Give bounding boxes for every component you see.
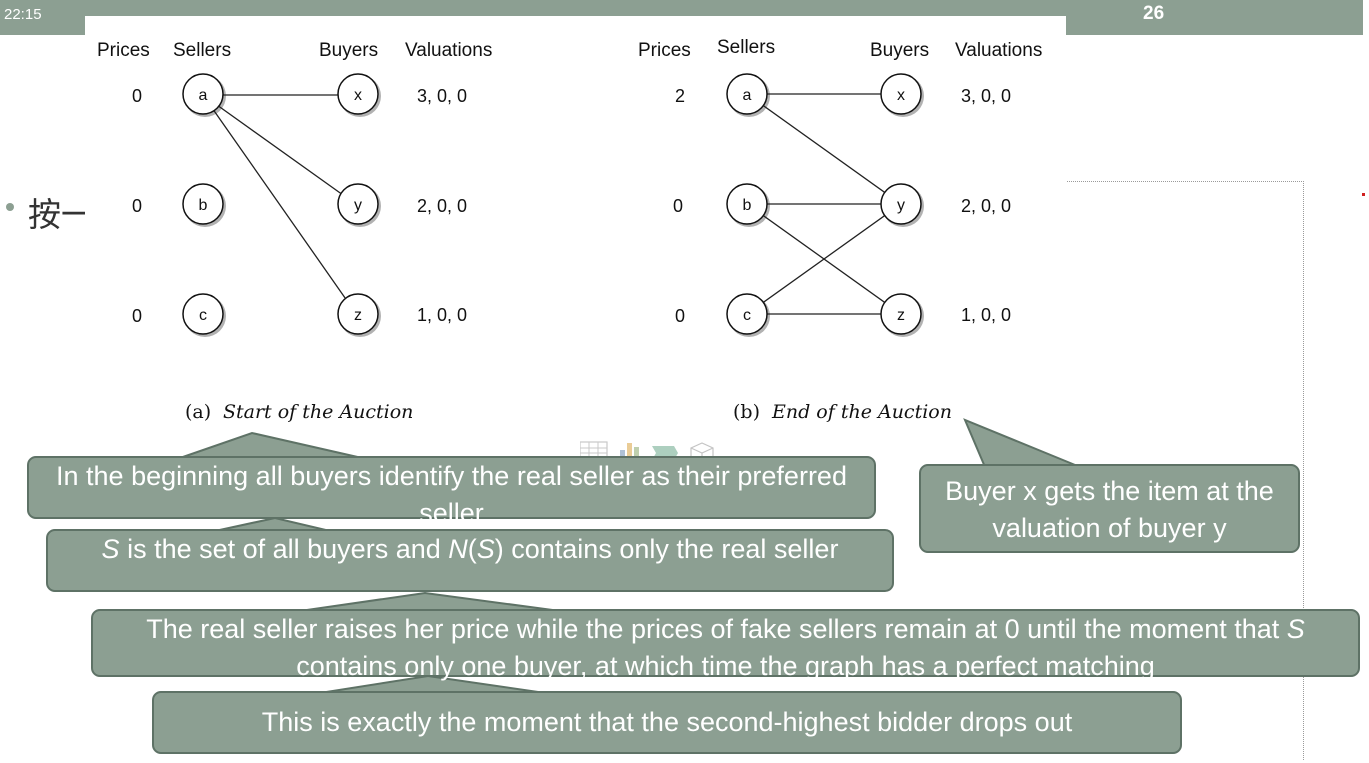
buyer-node-x: x	[337, 73, 381, 117]
callout-buyer-x[interactable]: Buyer x gets the item at the valuation o…	[919, 464, 1300, 553]
header-sellers: Sellers	[173, 40, 231, 61]
caption-b-title: End of the Auction	[771, 401, 952, 423]
panel-a: Prices Sellers Buyers Valuations 0 0 0 a…	[97, 40, 492, 423]
callout-second-bidder-text: This is exactly the moment that the seco…	[261, 707, 1073, 737]
svg-text:y: y	[354, 197, 362, 214]
seller-node-c: c	[182, 293, 226, 337]
bullet-dot	[6, 203, 14, 211]
header-buyers: Buyers	[319, 40, 378, 61]
laser-pointer-dot	[1362, 193, 1365, 196]
callout-price-raise-text-2: contains only one buyer, at which time t…	[296, 651, 1155, 681]
seller-node-c-b: c	[726, 293, 770, 337]
header-prices-b: Prices	[638, 40, 691, 61]
header-prices: Prices	[97, 40, 150, 61]
buyer-node-y-b: y	[880, 183, 924, 227]
callout-second-bidder[interactable]: This is exactly the moment that the seco…	[152, 691, 1182, 754]
header-buyers-b: Buyers	[870, 40, 929, 61]
caption-a-label: (a)	[185, 401, 211, 423]
callout-price-raise[interactable]: The real seller raises her price while t…	[91, 609, 1360, 681]
panel-b: Prices Sellers Buyers Valuations 2 0 0 a…	[638, 37, 1042, 423]
header-valuations-b: Valuations	[955, 40, 1042, 61]
price-a-b: 2	[675, 86, 685, 106]
edge-a-z	[202, 94, 358, 316]
seller-node-b: b	[182, 183, 226, 227]
seller-node-a-b: a	[726, 73, 770, 117]
valuation-x-b: 3, 0, 0	[961, 86, 1011, 106]
buyer-node-y: y	[337, 183, 381, 227]
svg-text:a: a	[743, 87, 752, 104]
callout-set-s-paren: (	[467, 534, 477, 564]
header-sellers-b: Sellers	[717, 37, 775, 58]
price-c: 0	[132, 306, 142, 326]
callout-set-s-text-2: ) contains only the real seller	[494, 534, 839, 564]
callout-beginning-text: In the beginning all buyers identify the…	[56, 461, 847, 528]
svg-text:b: b	[743, 197, 752, 214]
svg-text:c: c	[743, 307, 751, 324]
bullet-text[interactable]: 按一	[28, 195, 94, 234]
buyer-node-z-b: z	[880, 293, 924, 337]
price-b-b: 0	[673, 196, 683, 216]
valuation-y: 2, 0, 0	[417, 196, 467, 216]
valuation-z-b: 1, 0, 0	[961, 305, 1011, 325]
buyer-node-z: z	[337, 293, 381, 337]
svg-text:z: z	[897, 307, 905, 324]
edge-c-y	[746, 203, 902, 315]
page-number: 26	[1143, 3, 1165, 24]
price-a: 0	[132, 86, 142, 106]
svg-text:c: c	[199, 307, 207, 324]
price-b: 0	[132, 196, 142, 216]
set-s-symbol-3: S	[1286, 614, 1305, 644]
clock: 22:15	[4, 6, 42, 23]
edge-a-y	[202, 94, 358, 206]
callout-set-s[interactable]: S is the set of all buyers and N(S) cont…	[46, 529, 894, 592]
svg-text:a: a	[199, 87, 208, 104]
valuation-z: 1, 0, 0	[417, 305, 467, 325]
svg-text:b: b	[199, 197, 208, 214]
valuation-y-b: 2, 0, 0	[961, 196, 1011, 216]
edge-a-y-b	[746, 93, 902, 205]
seller-node-b-b: b	[726, 183, 770, 227]
callout-beginning[interactable]: In the beginning all buyers identify the…	[27, 456, 876, 528]
caption-b-label: (b)	[733, 401, 760, 423]
callout-buyer-x-text: Buyer x gets the item at the valuation o…	[945, 476, 1274, 543]
caption-a-title: Start of the Auction	[223, 401, 413, 423]
set-s-symbol: S	[101, 534, 120, 564]
valuation-x: 3, 0, 0	[417, 86, 467, 106]
callout-set-s-text-1: is the set of all buyers and	[119, 534, 449, 564]
svg-text:x: x	[897, 87, 905, 104]
seller-node-a: a	[182, 73, 226, 117]
svg-text:z: z	[354, 307, 362, 324]
header-valuations: Valuations	[405, 40, 492, 61]
neighbor-n-symbol: N	[448, 534, 468, 564]
svg-text:x: x	[354, 87, 362, 104]
buyer-node-x-b: x	[880, 73, 924, 117]
svg-text:y: y	[897, 197, 905, 214]
chart-icon[interactable]	[620, 443, 639, 460]
callout-price-raise-text-1: The real seller raises her price while t…	[146, 614, 1287, 644]
price-c-b: 0	[675, 306, 685, 326]
auction-figure: Prices Sellers Buyers Valuations 0 0 0 a…	[85, 16, 1066, 431]
bipartite-graphs: Prices Sellers Buyers Valuations 0 0 0 a…	[97, 37, 1042, 423]
set-s-symbol-2: S	[476, 534, 495, 564]
